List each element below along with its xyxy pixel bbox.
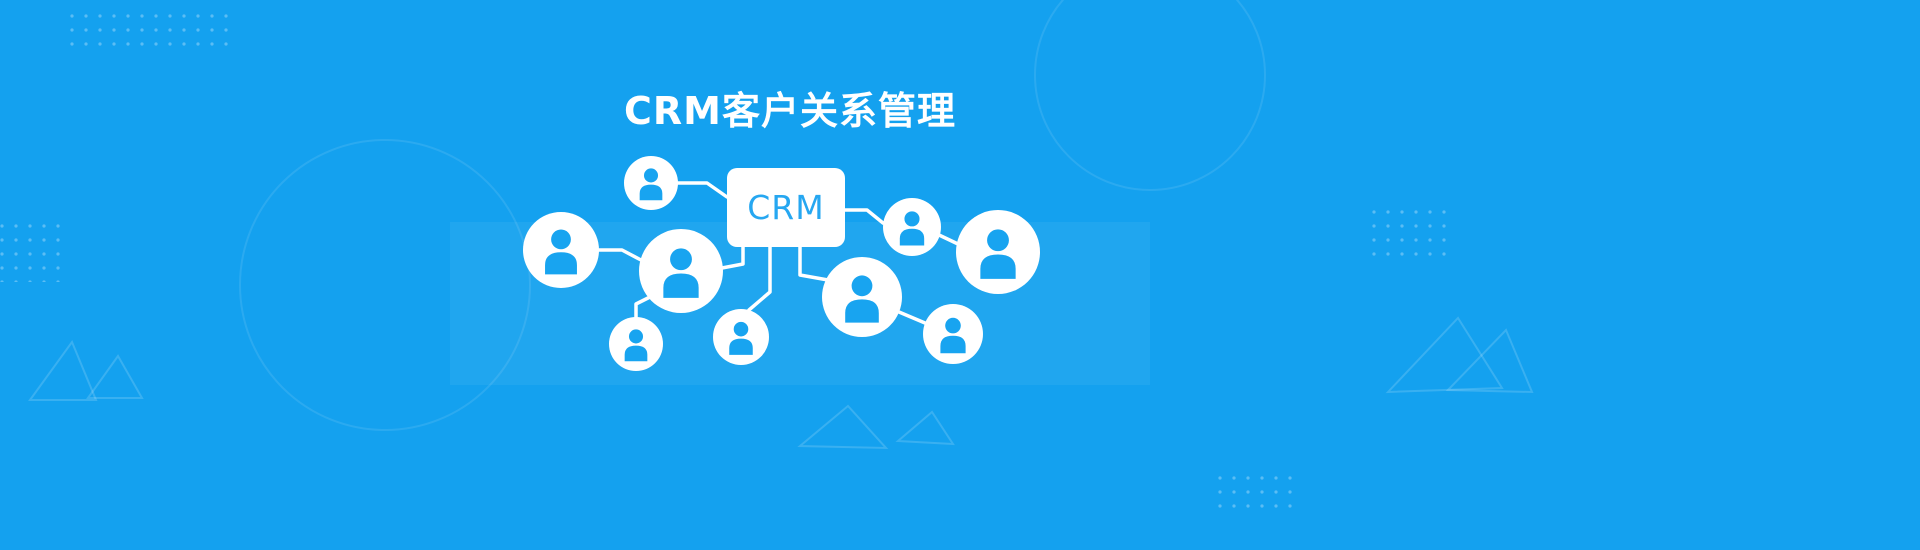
user-node <box>822 257 902 337</box>
banner-title: CRM客户关系管理 <box>624 89 956 133</box>
user-icon <box>713 309 769 365</box>
user-icon <box>624 156 678 210</box>
connector-lines <box>597 181 960 325</box>
user-icon <box>523 212 599 288</box>
user-icon <box>923 304 983 364</box>
crm-hub-label: CRM <box>747 188 825 227</box>
dot-grid-decorations <box>0 6 1456 512</box>
user-icon <box>609 317 663 371</box>
circle-outline-decorations <box>239 0 1266 431</box>
crm-network-diagram: CRM <box>500 140 1060 385</box>
crm-hub-card: CRM <box>727 168 845 247</box>
user-icon <box>639 229 723 313</box>
user-node <box>956 210 1040 294</box>
user-icon <box>822 257 902 337</box>
user-node <box>883 198 941 256</box>
user-node <box>713 309 769 365</box>
user-node <box>923 304 983 364</box>
user-node <box>523 212 599 288</box>
user-icon <box>883 198 941 256</box>
user-node <box>624 156 678 210</box>
user-node <box>609 317 663 371</box>
triangle-outline-decorations <box>28 316 1534 450</box>
user-node <box>639 229 723 313</box>
user-icon <box>956 210 1040 294</box>
